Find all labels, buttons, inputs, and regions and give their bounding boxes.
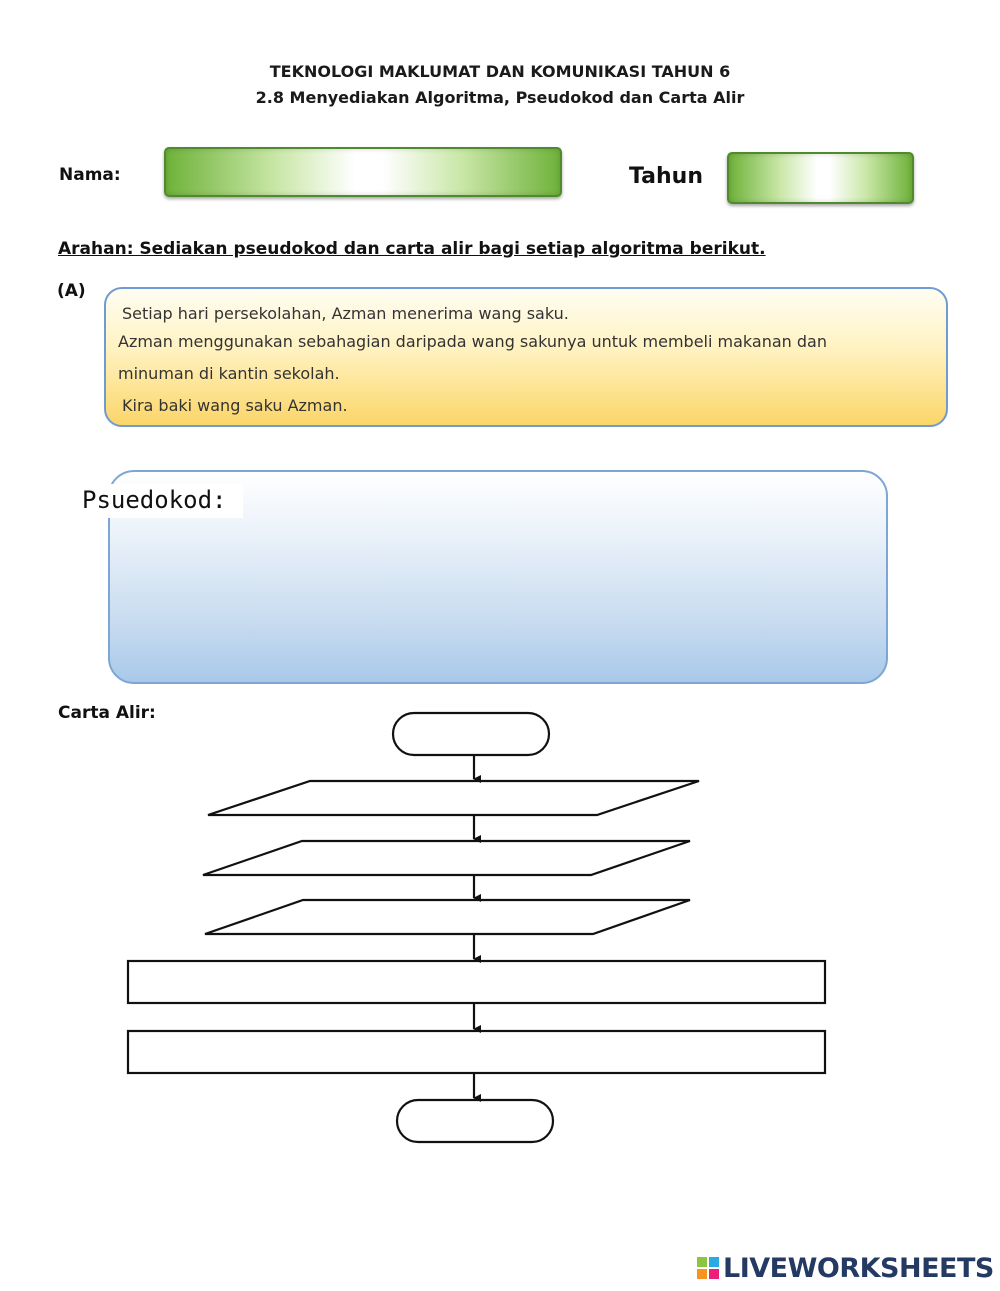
pseudocode-label: Psuedokod: (80, 484, 243, 518)
flowchart-input-shape[interactable] (207, 779, 700, 817)
flowchart-end-terminator[interactable] (395, 1098, 555, 1144)
worksheet-subtitle: 2.8 Menyediakan Algoritma, Pseudokod dan… (255, 88, 745, 107)
liveworksheets-logo: LIVEWORKSHEETS (697, 1253, 994, 1284)
year-label: Tahun (629, 164, 704, 189)
flowchart-label: Carta Alir: (58, 703, 156, 723)
section-a-label: (A) (57, 281, 86, 301)
year-input[interactable] (727, 152, 914, 204)
flowchart-input-shape[interactable] (202, 839, 691, 877)
instruction-text: Arahan: Sediakan pseudokod dan carta ali… (58, 239, 766, 259)
problem-line: minuman di kantin sekolah. (118, 364, 340, 383)
flowchart-input-shape[interactable] (204, 898, 691, 936)
logo-text: LIVEWORKSHEETS (723, 1253, 994, 1284)
flowchart-start-terminator[interactable] (391, 711, 551, 757)
flowchart-process-box[interactable] (126, 959, 827, 1005)
problem-statement-box: Setiap hari persekolahan, Azman menerima… (104, 287, 948, 427)
problem-line: Setiap hari persekolahan, Azman menerima… (122, 304, 569, 323)
name-label: Nama: (59, 165, 121, 185)
worksheet-title: TEKNOLOGI MAKLUMAT DAN KOMUNIKASI TAHUN … (269, 62, 731, 81)
flowchart (126, 711, 827, 1144)
flowchart-process-box[interactable] (126, 1029, 827, 1075)
problem-line: Kira baki wang saku Azman. (122, 396, 348, 415)
name-input[interactable] (164, 147, 562, 197)
problem-line: Azman menggunakan sebahagian daripada wa… (118, 332, 827, 351)
liveworksheets-logo-icon (697, 1257, 719, 1279)
